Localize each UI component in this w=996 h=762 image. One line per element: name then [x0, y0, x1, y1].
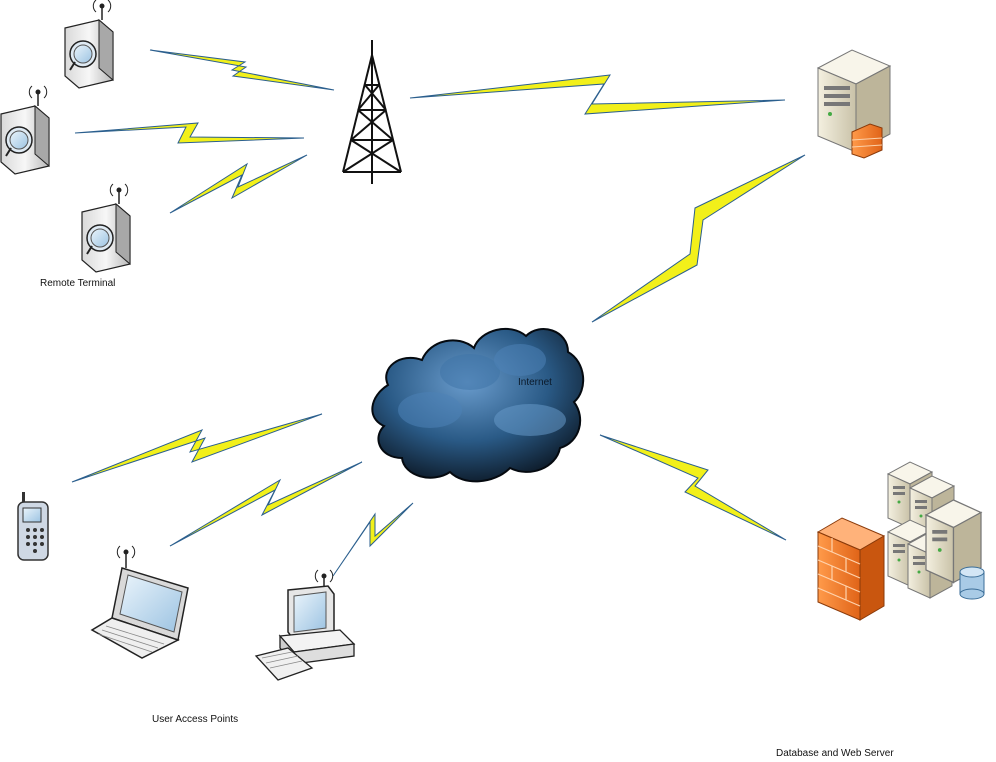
link-laptop-internet	[169, 461, 363, 547]
link-terminal2-tower	[74, 122, 305, 144]
internet-label: Internet	[518, 377, 552, 388]
link-server-internet	[591, 154, 806, 323]
link-tower-server	[409, 74, 786, 115]
firewall-badge-icon	[851, 123, 883, 159]
radio-tower-icon	[342, 40, 402, 184]
wireless-terminal-icon	[64, 0, 114, 89]
link-desktop-internet	[332, 502, 414, 577]
internet-cloud-icon	[371, 327, 585, 483]
remote-terminal-label: Remote Terminal	[40, 278, 116, 289]
mobile-phone-icon	[17, 492, 49, 561]
wireless-desktop-icon	[254, 569, 356, 681]
database-icon	[959, 566, 985, 600]
link-phone-internet	[71, 413, 323, 483]
wireless-terminal-icon	[0, 85, 50, 175]
database-web-server-label: Database and Web Server	[776, 748, 894, 759]
wireless-terminal-icon	[81, 183, 131, 273]
wireless-laptop-icon	[90, 545, 189, 659]
link-terminal1-tower	[149, 49, 335, 91]
user-access-points-label: User Access Points	[152, 714, 239, 725]
wireless-links	[71, 49, 806, 577]
link-terminal3-tower	[169, 154, 308, 214]
link-internet-serverfarm	[599, 434, 787, 541]
server-icon	[816, 49, 892, 159]
firewall-icon	[816, 517, 886, 621]
